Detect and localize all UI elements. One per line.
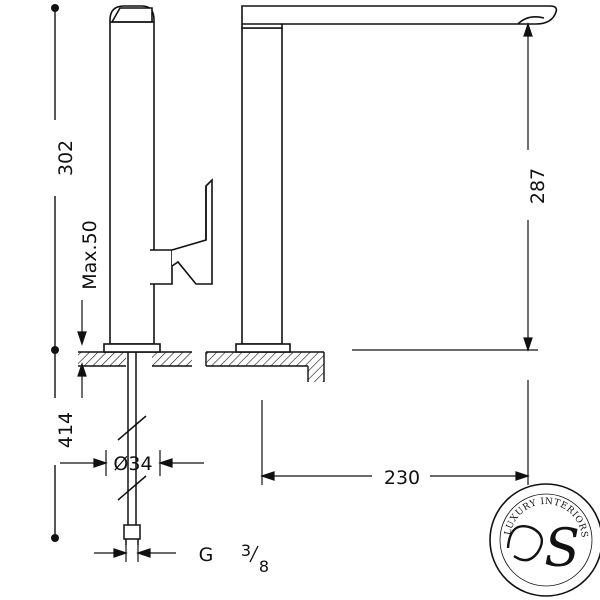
bore-dimension: [60, 450, 204, 476]
dim-below-counter: 414: [55, 412, 77, 448]
dim-overall-height: 302: [55, 140, 77, 176]
dim-spout-height: 287: [527, 168, 549, 204]
luxury-interiors-logo: LUXURY INTERIORS S: [489, 483, 600, 597]
dim-thread-numerator: 3: [241, 541, 251, 560]
countertop-section: [78, 351, 325, 382]
logo-monogram: S: [544, 519, 580, 579]
dim-thread-g: G: [199, 544, 214, 566]
dim-handle-lift: Max.50: [79, 220, 101, 290]
thread-fraction-slash: [249, 545, 259, 563]
spout-height-dimension: [352, 22, 538, 352]
thread-dimension: [94, 545, 176, 562]
handle-lift-dimension: [77, 300, 87, 398]
dimension-dot-bottom: [51, 534, 59, 542]
dim-thread-denominator: 8: [259, 557, 269, 576]
dimension-dot-counter: [51, 346, 59, 354]
faucet-side-view: [103, 5, 213, 353]
supply-hose: [117, 352, 147, 545]
dim-bore-diameter: Ø34: [113, 453, 152, 475]
faucet-front-view: [235, 5, 558, 353]
dimension-dot-top: [51, 4, 59, 12]
logo-swirl-icon: [506, 525, 544, 562]
dim-spout-reach: 230: [384, 467, 420, 489]
spout-reach-dimension: [260, 380, 530, 485]
